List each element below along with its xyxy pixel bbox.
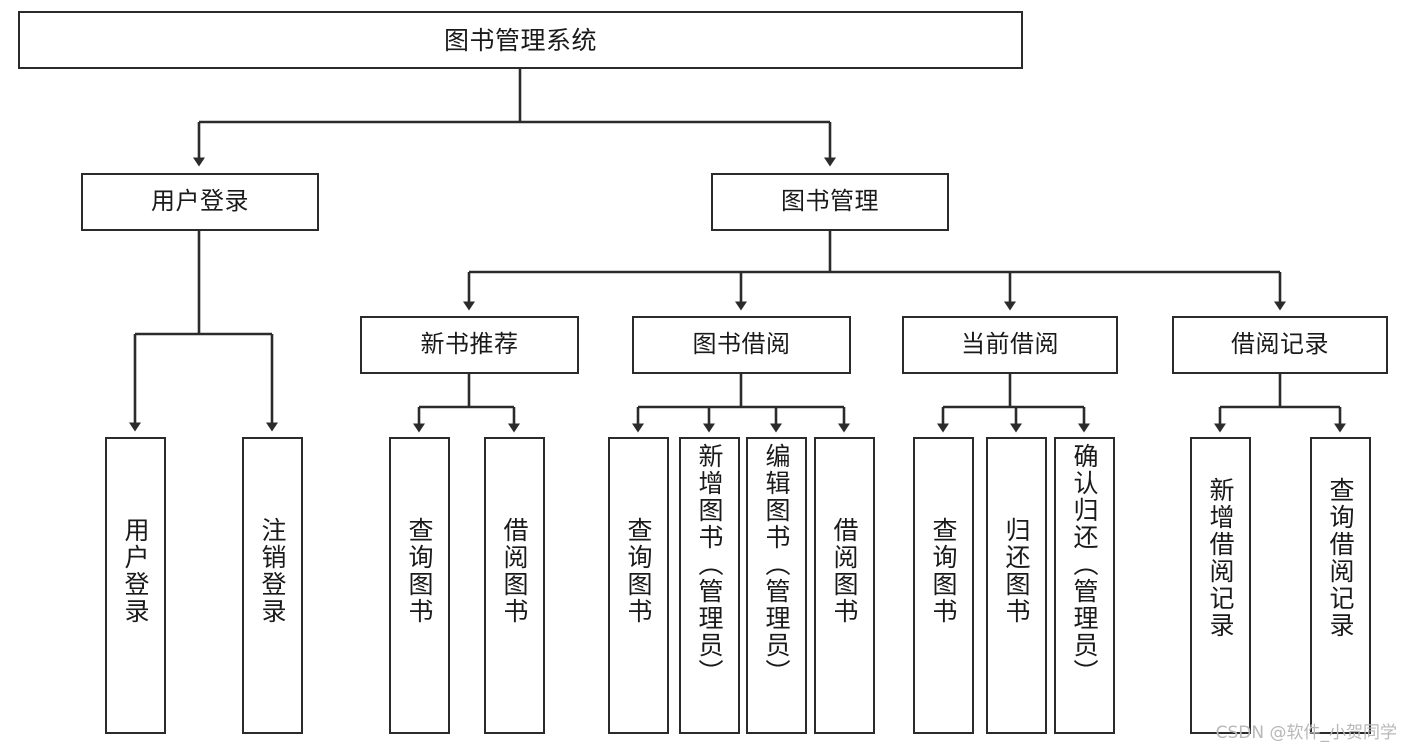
node-leaf-query-book-current-label: 查询图书 <box>929 517 958 625</box>
node-leaf-borrow-book-borrow-label: 借阅图书 <box>830 517 859 625</box>
node-root[interactable]: 图书管理系统 <box>18 11 1023 69</box>
node-leaf-user-login[interactable]: 用户登录 <box>105 437 166 734</box>
node-leaf-user-logout-label: 注销登录 <box>258 517 287 625</box>
node-book-borrow-label: 图书借阅 <box>692 330 791 359</box>
node-root-label: 图书管理系统 <box>443 25 597 55</box>
node-leaf-return-book-label: 归还图书 <box>1002 517 1031 625</box>
node-book-borrow[interactable]: 图书借阅 <box>632 316 851 374</box>
node-leaf-confirm-return[interactable]: 确认归还（管理员） <box>1054 437 1115 734</box>
node-current-borrow-label: 当前借阅 <box>961 330 1059 359</box>
node-leaf-query-borrow-record-label: 查询借阅记录 <box>1326 477 1355 639</box>
node-new-book-recommend-label: 新书推荐 <box>420 330 519 359</box>
node-leaf-user-login-label: 用户登录 <box>121 517 150 625</box>
node-leaf-user-logout[interactable]: 注销登录 <box>242 437 303 734</box>
node-new-book-recommend[interactable]: 新书推荐 <box>360 316 579 374</box>
node-leaf-add-book[interactable]: 新增图书（管理员） <box>679 437 740 734</box>
node-leaf-query-book-current[interactable]: 查询图书 <box>913 437 974 734</box>
node-leaf-add-borrow-record[interactable]: 新增借阅记录 <box>1190 437 1251 734</box>
node-book-manage[interactable]: 图书管理 <box>711 173 949 231</box>
node-leaf-query-book-borrow-label: 查询图书 <box>624 517 653 625</box>
node-borrow-record[interactable]: 借阅记录 <box>1172 316 1388 374</box>
node-leaf-query-book-recommend[interactable]: 查询图书 <box>389 437 450 734</box>
node-current-borrow[interactable]: 当前借阅 <box>902 316 1118 374</box>
node-leaf-add-book-label: 新增图书（管理员） <box>695 443 724 686</box>
node-leaf-borrow-book-recommend[interactable]: 借阅图书 <box>484 437 545 734</box>
node-leaf-return-book[interactable]: 归还图书 <box>986 437 1047 734</box>
node-borrow-record-label: 借阅记录 <box>1231 330 1329 359</box>
node-leaf-query-book-recommend-label: 查询图书 <box>405 517 434 625</box>
node-leaf-edit-book-label: 编辑图书（管理员） <box>762 443 791 686</box>
node-leaf-query-book-borrow[interactable]: 查询图书 <box>608 437 669 734</box>
node-leaf-query-borrow-record[interactable]: 查询借阅记录 <box>1310 437 1371 734</box>
node-user-login-label: 用户登录 <box>151 187 249 216</box>
watermark-text: CSDN @软件_小贺同学 <box>1215 723 1397 743</box>
node-book-manage-label: 图书管理 <box>781 187 879 216</box>
node-leaf-edit-book[interactable]: 编辑图书（管理员） <box>746 437 807 734</box>
node-leaf-add-borrow-record-label: 新增借阅记录 <box>1206 477 1235 639</box>
node-user-login[interactable]: 用户登录 <box>81 173 319 231</box>
node-leaf-borrow-book-recommend-label: 借阅图书 <box>500 517 529 625</box>
node-leaf-confirm-return-label: 确认归还（管理员） <box>1070 443 1099 686</box>
node-leaf-borrow-book-borrow[interactable]: 借阅图书 <box>814 437 875 734</box>
